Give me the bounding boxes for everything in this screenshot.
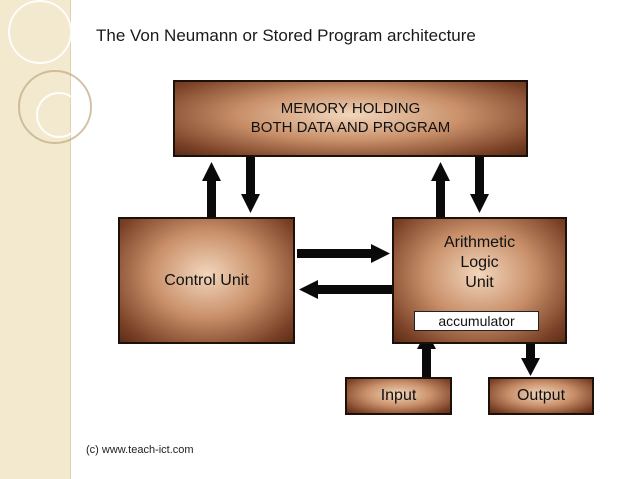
arrow-memory-to-alu [470,157,489,213]
alu-label-line2: Logic [460,254,499,271]
input-box: Input [345,377,452,415]
arrow-memory-to-control [241,157,260,213]
memory-box: MEMORY HOLDING BOTH DATA AND PROGRAM [173,80,528,157]
sidebar-edge [70,0,71,479]
decorative-ring [8,0,72,64]
decorative-ring [36,92,82,138]
memory-label-line1: MEMORY HOLDING [280,99,421,117]
arrow-control-to-alu [297,244,390,263]
arrow-control-to-memory [202,162,221,217]
input-label: Input [380,387,417,404]
memory-label-line2: BOTH DATA AND PROGRAM [250,118,451,136]
output-label: Output [516,387,566,404]
alu-label-line1: Arithmetic [443,234,516,251]
control-unit-label: Control Unit [164,271,249,289]
copyright-credit: (c) www.teach-ict.com [86,444,194,456]
decorative-ring [18,70,92,144]
diagram-title: The Von Neumann or Stored Program archit… [96,26,476,45]
arrow-alu-to-control [299,280,392,299]
accumulator-box: accumulator [414,311,539,331]
alu-label-line3: Unit [465,274,494,291]
arrow-alu-to-memory [431,162,450,217]
output-box: Output [488,377,594,415]
control-unit-box: Control Unit [118,217,295,344]
accumulator-label: accumulator [438,313,515,329]
